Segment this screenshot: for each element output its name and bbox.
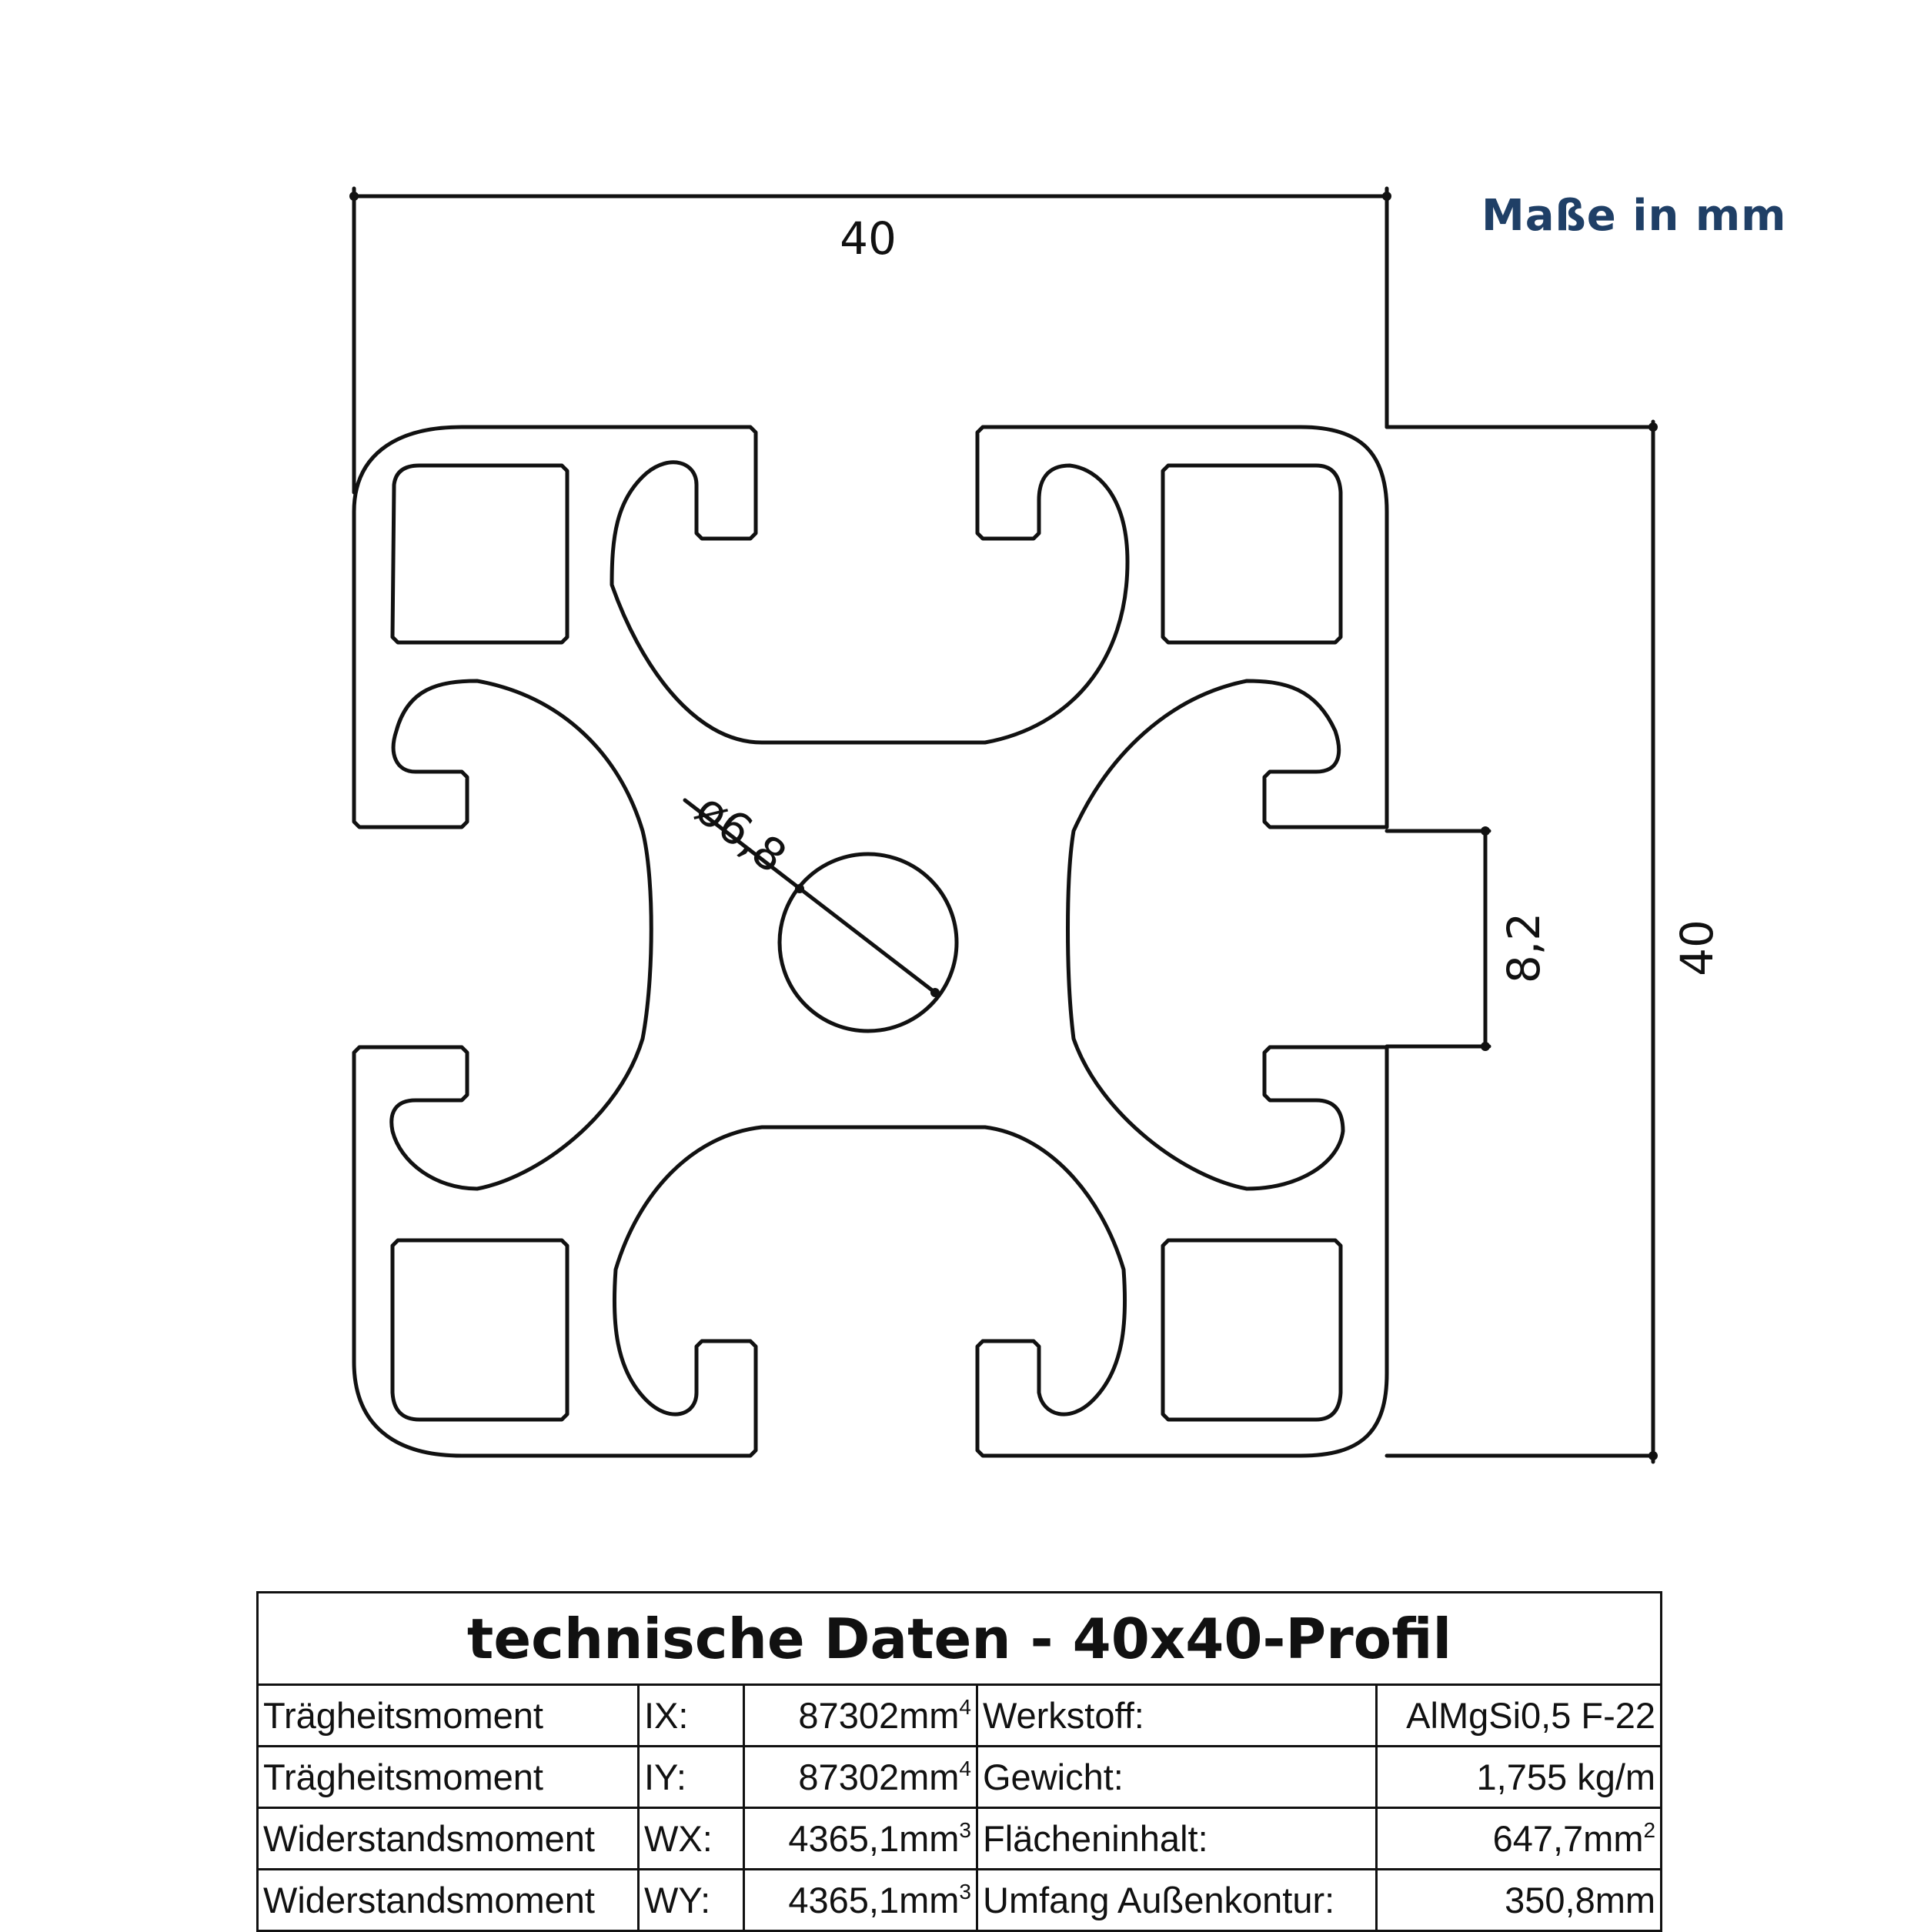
- row-value: 87302mm4: [743, 1745, 978, 1809]
- dimension-bore-label: ø6,8: [686, 782, 797, 883]
- row-label: Widerstandsmoment: [256, 1868, 640, 1932]
- row-value: 4365,1mm3: [743, 1868, 978, 1932]
- table-row: Trägheitsmoment IY: 87302mm4 Gewicht: 1,…: [256, 1745, 1663, 1809]
- row-value: 4365,1mm3: [743, 1807, 978, 1870]
- cavity-bottom-left: [390, 1238, 570, 1422]
- row-label: Trägheitsmoment: [256, 1745, 640, 1809]
- units-label: Maße in mm: [1481, 191, 1787, 241]
- row-property-value: AlMgSi0,5 F-22: [1375, 1683, 1663, 1747]
- table-row: Trägheitsmoment IX: 87302mm4 Werkstoff: …: [256, 1683, 1663, 1747]
- row-label: Widerstandsmoment: [256, 1807, 640, 1870]
- dimension-width-label: 40: [840, 212, 897, 265]
- row-property: Gewicht:: [976, 1745, 1378, 1809]
- row-property: Werkstoff:: [976, 1683, 1378, 1747]
- cavity-top-right: [1161, 463, 1343, 645]
- spec-table: technische Daten - 40x40-Profil Trägheit…: [256, 1591, 1663, 1932]
- row-label: Trägheitsmoment: [256, 1683, 640, 1747]
- row-property: Umfang Außenkontur:: [976, 1868, 1378, 1932]
- center-bore: [777, 852, 959, 1033]
- row-symbol: IY:: [637, 1745, 745, 1809]
- cavity-bottom-right: [1161, 1238, 1343, 1422]
- profile-outer-contour: [352, 425, 1389, 1458]
- dimension-height-label: 40: [1671, 919, 1723, 976]
- spec-table-title: technische Daten - 40x40-Profil: [256, 1591, 1663, 1686]
- row-property-value: 647,7mm2: [1375, 1807, 1663, 1870]
- row-symbol: WX:: [637, 1807, 745, 1870]
- dimension-slot-label: 8,2: [1498, 913, 1550, 983]
- row-property-value: 1,755 kg/m: [1375, 1745, 1663, 1809]
- row-symbol: IX:: [637, 1683, 745, 1747]
- row-symbol: WY:: [637, 1868, 745, 1932]
- row-property-value: 350,8mm: [1375, 1868, 1663, 1932]
- cavity-top-left: [390, 463, 570, 645]
- table-row: Widerstandsmoment WY: 4365,1mm3 Umfang A…: [256, 1868, 1663, 1932]
- row-value: 87302mm4: [743, 1683, 978, 1747]
- table-row: Widerstandsmoment WX: 4365,1mm3 Flächeni…: [256, 1807, 1663, 1870]
- row-property: Flächeninhalt:: [976, 1807, 1378, 1870]
